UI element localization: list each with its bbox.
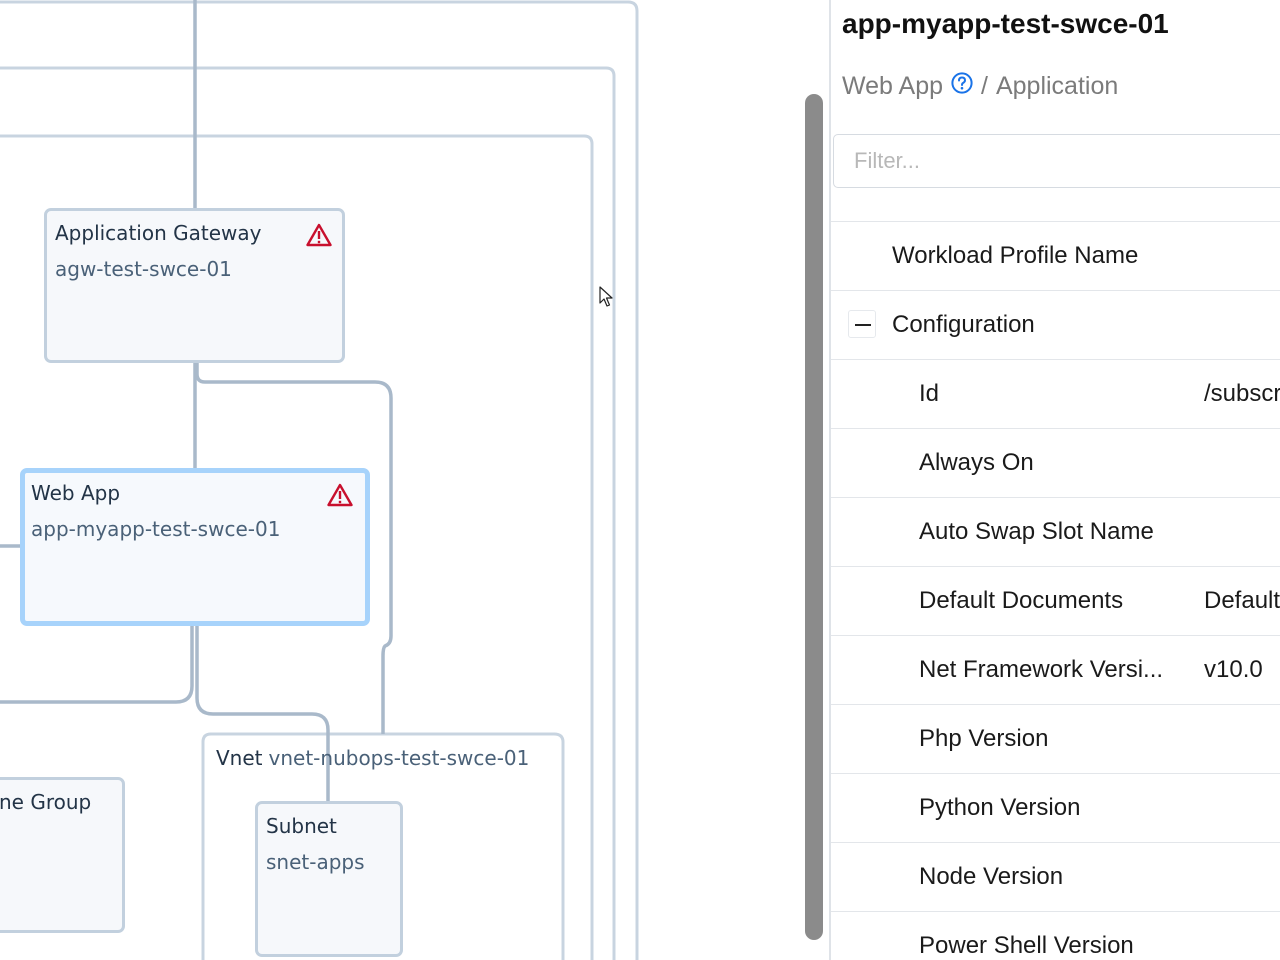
property-row-node-version[interactable]: Node Version [831,843,1280,912]
container-outline-outer [0,0,639,960]
collapse-icon[interactable] [848,310,876,338]
warning-icon [327,483,353,507]
node-resource-name: agw-test-swce-01 [55,257,232,281]
property-group-configuration[interactable]: Configuration [831,291,1280,360]
properties-panel: app-myapp-test-swce-01 Web App / Applica… [831,0,1280,960]
node-type: Subnet [266,814,337,838]
warning-icon [306,223,332,247]
property-label: Python Version [919,794,1081,821]
node-resource-name: snet-apps [266,850,365,874]
help-icon[interactable] [951,71,973,94]
property-label: Always On [919,449,1034,476]
node-resource-group[interactable]: ne Group [0,777,125,933]
diagram-edges [0,0,639,960]
property-row-default-documents[interactable]: Default Documents Default [831,567,1280,636]
property-label: Php Version [919,725,1049,752]
panel-scrollbar[interactable] [805,94,823,940]
resource-type: Web App [842,72,944,100]
filter-input[interactable] [834,135,1280,187]
node-type: Web App [31,481,121,505]
property-row-python-version[interactable]: Python Version [831,774,1280,843]
edge-webapp-to-group [0,624,194,704]
node-subnet[interactable]: Subnet snet-apps [255,801,403,957]
edge-gateway-to-vnet [195,362,393,734]
property-row-auto-swap-slot-name[interactable]: Auto Swap Slot Name [831,498,1280,567]
node-web-app[interactable]: Web App app-myapp-test-swce-01 [20,468,370,626]
container-outline-middle [0,66,616,960]
property-value: /subscri [1204,380,1280,407]
property-row-net-framework-version[interactable]: Net Framework Versi... v10.0 [831,636,1280,705]
property-label: Power Shell Version [919,932,1134,959]
property-row-id[interactable]: Id /subscri [831,360,1280,429]
node-type: Application Gateway [55,221,262,245]
filter-box [833,134,1280,188]
property-label: Default Documents [919,587,1124,614]
node-resource-name: app-myapp-test-swce-01 [31,517,281,541]
property-row-always-on[interactable]: Always On [831,429,1280,498]
property-value: v10.0 [1204,656,1263,683]
property-label: Net Framework Versi... [919,656,1164,683]
diagram-canvas[interactable]: Application Gateway agw-test-swce-01 Web… [0,0,800,960]
property-label: Auto Swap Slot Name [919,518,1154,545]
property-label: Id [919,380,940,407]
node-application-gateway[interactable]: Application Gateway agw-test-swce-01 [44,208,345,363]
vnet-name: vnet-nubops-test-swce-01 [268,746,530,770]
mouse-cursor-icon [599,286,613,307]
property-label: Configuration [892,311,1035,338]
breadcrumb-separator: / [981,72,988,100]
node-type: ne Group [0,790,92,814]
property-grid: Workload Profile Name Configuration Id /… [831,221,1280,960]
edge-webapp-to-subnet [195,624,330,803]
container-outline-inner [0,134,594,960]
property-label: Node Version [919,863,1064,890]
property-row-php-version[interactable]: Php Version [831,705,1280,774]
vnet-type: Vnet [216,746,263,770]
property-label: Workload Profile Name [892,242,1139,269]
resource-category: Application [995,72,1119,100]
panel-title: app-myapp-test-swce-01 [842,8,1169,39]
panel-divider[interactable] [829,0,831,960]
property-value: Default [1204,587,1280,614]
resource-breadcrumb: Web App / Application [842,71,1119,101]
property-row-workload-profile-name[interactable]: Workload Profile Name [831,222,1280,291]
property-row-power-shell-version[interactable]: Power Shell Version [831,912,1280,960]
